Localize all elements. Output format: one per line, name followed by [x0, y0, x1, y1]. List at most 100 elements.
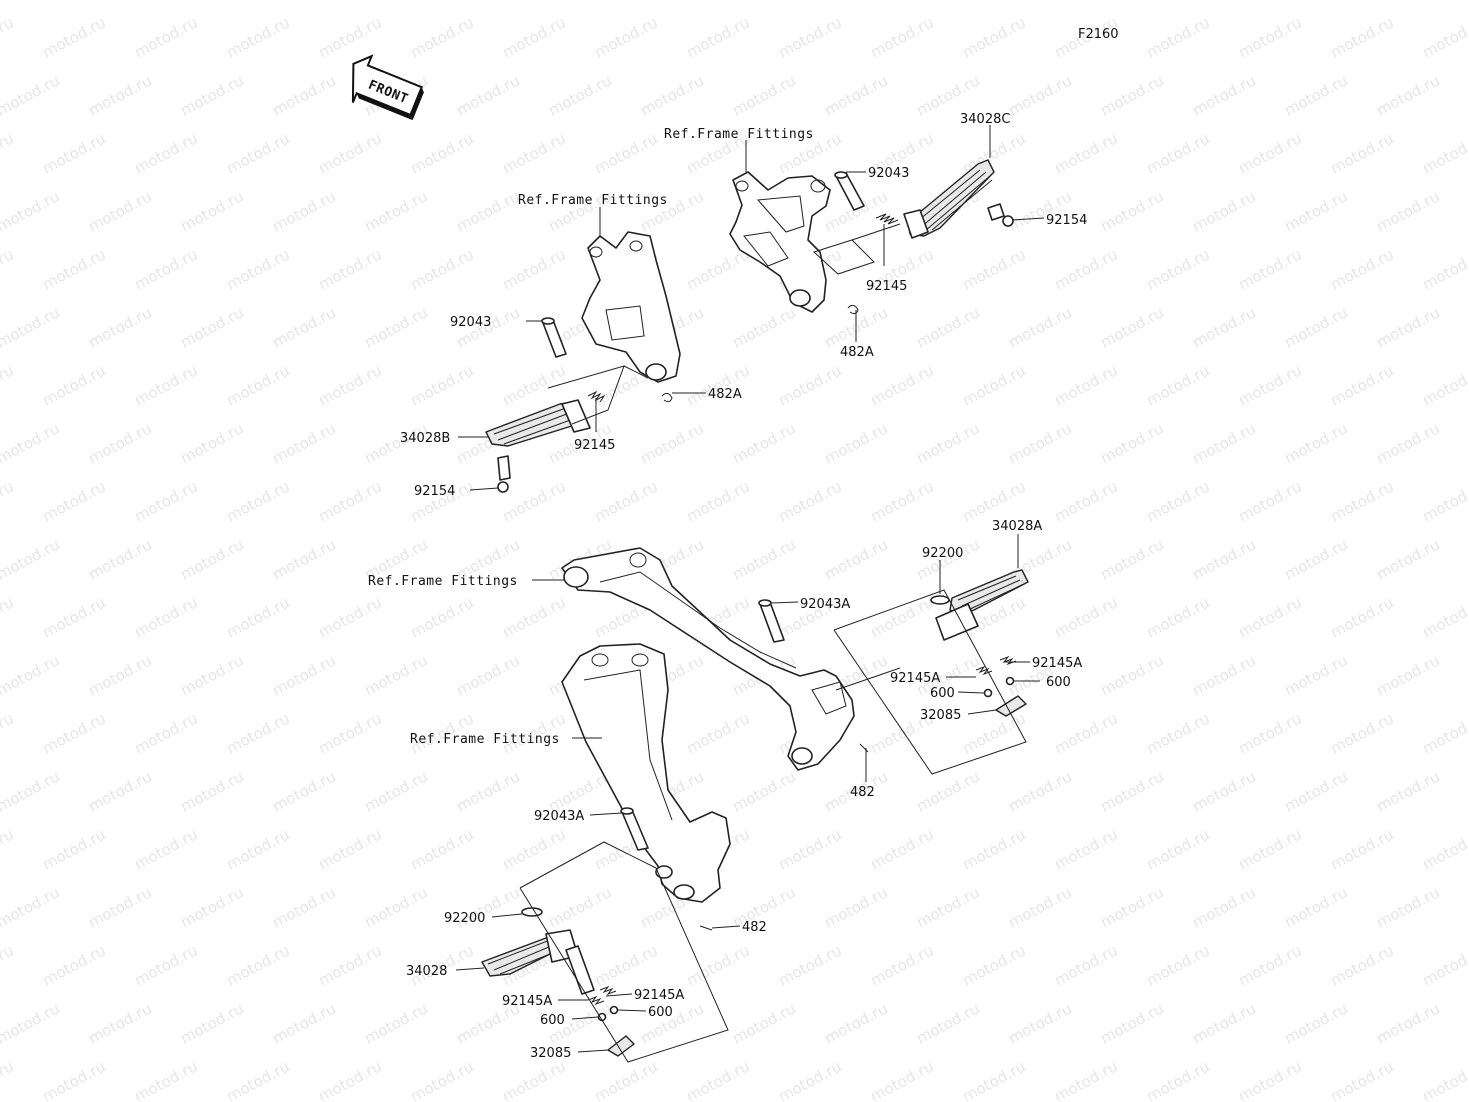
watermark-text: motod.ru [223, 361, 292, 409]
label-part-92145A-left-2[interactable]: 92145A [634, 988, 684, 1003]
watermark-text: motod.ru [1051, 361, 1120, 409]
watermark-text: motod.ru [223, 13, 292, 61]
watermark-text: motod.ru [361, 303, 430, 351]
watermark-text: motod.ru [223, 129, 292, 177]
watermark-text: motod.ru [1373, 883, 1442, 931]
watermark-text: motod.ru [1051, 825, 1120, 873]
watermark-text: motod.ru [1327, 709, 1396, 757]
watermark-text: motod.ru [177, 303, 246, 351]
label-part-92200-right[interactable]: 92200 [922, 546, 963, 561]
watermark-text: motod.ru [177, 883, 246, 931]
watermark-text: motod.ru [315, 709, 384, 757]
label-part-482A-left[interactable]: 482A [708, 387, 742, 402]
watermark-text: motod.ru [821, 71, 890, 119]
watermark-text: motod.ru [775, 941, 844, 989]
label-part-92043-right[interactable]: 92043 [868, 166, 909, 181]
label-part-600-left-2[interactable]: 600 [648, 1005, 673, 1020]
watermark-text: motod.ru [1189, 303, 1258, 351]
watermark-text: motod.ru [1189, 187, 1258, 235]
label-part-34028A[interactable]: 34028A [992, 519, 1042, 534]
lower-right-footpeg-assembly [561, 547, 1029, 775]
passenger-bracket-right [561, 547, 855, 771]
label-part-34028B[interactable]: 34028B [400, 431, 450, 446]
watermark-text: motod.ru [1419, 361, 1469, 409]
watermark-text: motod.ru [315, 941, 384, 989]
ball-600-right-1 [983, 688, 993, 698]
watermark-text: motod.ru [315, 825, 384, 873]
watermark-text: motod.ru [131, 361, 200, 409]
watermark-text: motod.ru [1005, 303, 1074, 351]
watermark-text: motod.ru [269, 883, 338, 931]
watermark-text: motod.ru [637, 419, 706, 467]
watermark-text: motod.ru [0, 1057, 17, 1102]
watermark-text: motod.ru [775, 361, 844, 409]
watermark-text: motod.ru [1189, 419, 1258, 467]
watermark-text: motod.ru [0, 13, 17, 61]
watermark-text: motod.ru [85, 535, 154, 583]
watermark-text: motod.ru [1419, 13, 1469, 61]
label-part-600-right-2[interactable]: 600 [1046, 675, 1071, 690]
watermark-text: motod.ru [177, 999, 246, 1047]
lower-left-footpeg-assembly [481, 643, 731, 1063]
label-ref-frame-fittings-upper-right[interactable]: Ref.Frame Fittings [664, 127, 814, 142]
label-part-32085-left[interactable]: 32085 [530, 1046, 571, 1061]
watermark-text: motod.ru [1189, 71, 1258, 119]
label-part-600-left-1[interactable]: 600 [540, 1013, 565, 1028]
watermark-text: motod.ru [1097, 535, 1166, 583]
label-part-92145-left[interactable]: 92145 [574, 438, 615, 453]
label-part-92145A-right-1[interactable]: 92145A [890, 671, 940, 686]
watermark-text: motod.ru [1235, 941, 1304, 989]
label-part-482-right[interactable]: 482 [850, 785, 875, 800]
watermark-text: motod.ru [177, 0, 246, 4]
plate-32085-left [607, 1035, 635, 1057]
watermark-text: motod.ru [1281, 883, 1350, 931]
label-part-600-right-1[interactable]: 600 [930, 686, 955, 701]
label-part-92043A-left[interactable]: 92043A [534, 809, 584, 824]
watermark-text: motod.ru [453, 651, 522, 699]
watermark-text: motod.ru [913, 0, 982, 4]
watermark-text: motod.ru [223, 941, 292, 989]
watermark-text: motod.ru [0, 361, 17, 409]
label-part-92145A-right-2[interactable]: 92145A [1032, 656, 1082, 671]
diagram-code: F2160 [1078, 27, 1119, 42]
label-part-92145A-left-1[interactable]: 92145A [502, 994, 552, 1009]
watermark-text: motod.ru [1189, 0, 1258, 4]
label-part-92043-left[interactable]: 92043 [450, 315, 491, 330]
label-part-32085-right[interactable]: 32085 [920, 708, 961, 723]
watermark-text: motod.ru [913, 999, 982, 1047]
label-ref-frame-fittings-lower-left[interactable]: Ref.Frame Fittings [410, 732, 560, 747]
watermark-text: motod.ru [0, 71, 63, 119]
watermark-text: motod.ru [1005, 999, 1074, 1047]
label-ref-frame-fittings-upper-left[interactable]: Ref.Frame Fittings [518, 193, 668, 208]
watermark-text: motod.ru [315, 129, 384, 177]
watermark-text: motod.ru [85, 187, 154, 235]
label-part-92145-right[interactable]: 92145 [866, 279, 907, 294]
label-part-92043A-right[interactable]: 92043A [800, 597, 850, 612]
watermark-text: motod.ru [729, 767, 798, 815]
watermark-text: motod.ru [315, 361, 384, 409]
label-part-92200-left[interactable]: 92200 [444, 911, 485, 926]
label-part-34028C[interactable]: 34028C [960, 112, 1010, 127]
label-part-482-left[interactable]: 482 [742, 920, 767, 935]
watermark-text: motod.ru [1143, 593, 1212, 641]
watermark-text: motod.ru [0, 419, 63, 467]
label-part-92154-left[interactable]: 92154 [414, 484, 455, 499]
watermark-text: motod.ru [867, 941, 936, 989]
label-part-482A-right[interactable]: 482A [840, 345, 874, 360]
watermark-text: motod.ru [131, 825, 200, 873]
watermark-text: motod.ru [1051, 129, 1120, 177]
watermark-text: motod.ru [821, 999, 890, 1047]
watermark-text: motod.ru [223, 245, 292, 293]
watermark-text: motod.ru [85, 883, 154, 931]
label-part-92154-right[interactable]: 92154 [1046, 213, 1087, 228]
label-ref-frame-fittings-lower-right[interactable]: Ref.Frame Fittings [368, 574, 518, 589]
watermark-text: motod.ru [0, 593, 17, 641]
watermark-text: motod.ru [729, 303, 798, 351]
watermark-text: motod.ru [499, 13, 568, 61]
label-part-34028[interactable]: 34028 [406, 964, 447, 979]
watermark-text: motod.ru [1327, 1057, 1396, 1102]
watermark-text: motod.ru [177, 419, 246, 467]
watermark-text: motod.ru [1097, 71, 1166, 119]
watermark-text: motod.ru [315, 477, 384, 525]
